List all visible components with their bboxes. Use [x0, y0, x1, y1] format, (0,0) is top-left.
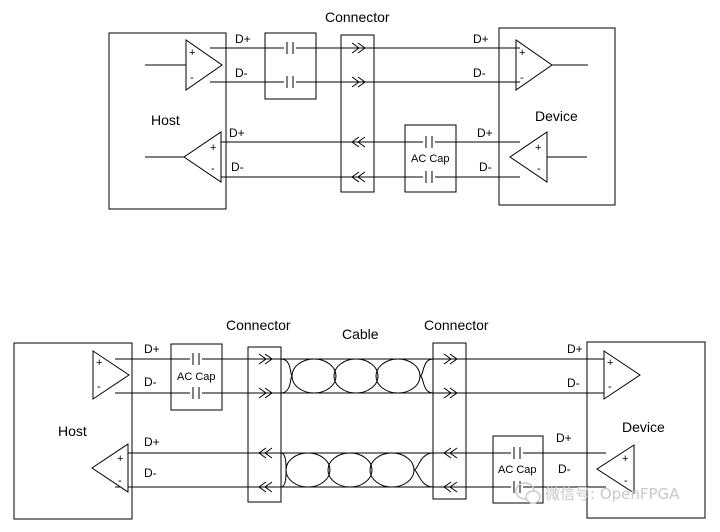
top-device-box: [498, 27, 616, 206]
top-host-rx-amp-plus: +: [210, 142, 216, 154]
bottom-device-tx-amp-plus: +: [622, 453, 628, 465]
top-tx-cap-box: [264, 32, 317, 100]
top-rx-cap-label: AC Cap: [411, 153, 450, 165]
bottom-host-box: [13, 342, 133, 520]
wechat-icon: [515, 482, 541, 504]
top-connector-box: [340, 34, 375, 193]
watermark-text: 微信号: OpenFPGA: [545, 485, 680, 503]
bottom-diagram: Connector Cable Connector Host Device D+…: [13, 317, 706, 520]
top-diagram: Connector Host Device D+ D- D+ D- + - + …: [108, 9, 616, 210]
bottom-host-tx-amp-minus: -: [97, 381, 101, 393]
bottom-connector-right-label: Connector: [424, 317, 489, 333]
bottom-device-tx-amplifier: + -: [596, 444, 635, 494]
bottom-device-rx-amp-minus: -: [608, 381, 612, 393]
bottom-device-tx-amp-minus: -: [624, 475, 628, 487]
bottom-connector-right-box: [432, 342, 467, 500]
top-device-tx-amplifier: + -: [509, 131, 587, 183]
bottom-rx-cap-label: AC Cap: [498, 464, 537, 476]
bottom-connector-left-box: [247, 346, 282, 503]
top-host-tx-amp-minus: -: [190, 72, 194, 84]
bottom-host-rx-amp-plus: +: [117, 453, 123, 465]
bottom-cable-rx-twist: [280, 452, 434, 488]
bottom-tx-neg-label-host: D-: [144, 375, 157, 389]
bottom-rx-neg-label-device: D-: [558, 462, 571, 476]
top-rx-pos-label-host: D+: [229, 126, 245, 140]
bottom-tx-cap-box: [170, 343, 223, 411]
bottom-tx-neg-label-device: D-: [567, 376, 580, 390]
bottom-rx-cap-box: [492, 435, 544, 504]
bottom-rx-pos-label-device: D+: [556, 431, 572, 445]
top-rx-pos-label-device: D+: [477, 126, 493, 140]
bottom-rx-neg-label-host: D-: [144, 466, 157, 480]
bottom-cable-tx-twist: [280, 358, 434, 394]
top-tx-pos-label-device: D+: [473, 32, 489, 46]
top-device-label: Device: [535, 108, 578, 124]
top-device-tx-amp-minus: -: [537, 163, 541, 175]
top-host-box: [108, 32, 227, 210]
bottom-host-tx-amplifier: + -: [92, 350, 130, 400]
bottom-device-rx-amplifier: + -: [603, 350, 641, 400]
top-device-tx-amp-plus: +: [535, 142, 541, 154]
bottom-device-label: Device: [622, 419, 665, 435]
top-device-rx-amplifier: + -: [515, 39, 588, 91]
bottom-host-rx-amp-minus: -: [118, 475, 122, 487]
bottom-tx-pos-label-device: D+: [567, 342, 583, 356]
top-rx-neg-label-device: D-: [479, 160, 492, 174]
watermark: 微信号: OpenFPGA: [515, 482, 680, 504]
top-host-rx-amplifier: + -: [145, 131, 222, 183]
bottom-host-label: Host: [58, 423, 87, 439]
bottom-rx-pos-label-host: D+: [144, 435, 160, 449]
top-host-rx-amp-minus: -: [211, 163, 215, 175]
top-tx-neg-label-host: D-: [235, 66, 248, 80]
bottom-cable-label: Cable: [342, 326, 379, 342]
bottom-tx-pos-label-host: D+: [144, 342, 160, 356]
top-connector-label: Connector: [325, 9, 390, 25]
top-rx-neg-label-host: D-: [231, 160, 244, 174]
bottom-host-rx-amplifier: + -: [91, 443, 129, 493]
top-host-tx-amplifier: + -: [145, 39, 223, 91]
top-tx-neg-label-device: D-: [473, 66, 486, 80]
top-rx-cap-box: [404, 124, 457, 193]
top-device-rx-amp-plus: +: [519, 47, 525, 59]
bottom-device-rx-amp-plus: +: [607, 357, 613, 369]
bottom-host-tx-amp-plus: +: [96, 357, 102, 369]
bottom-tx-cap-label: AC Cap: [177, 371, 216, 383]
top-host-label: Host: [151, 112, 180, 128]
top-device-rx-amp-minus: -: [520, 72, 524, 84]
top-host-tx-amp-plus: +: [189, 47, 195, 59]
bottom-connector-left-label: Connector: [226, 317, 291, 333]
top-tx-pos-label-host: D+: [235, 32, 251, 46]
bottom-device-box: [586, 341, 706, 519]
